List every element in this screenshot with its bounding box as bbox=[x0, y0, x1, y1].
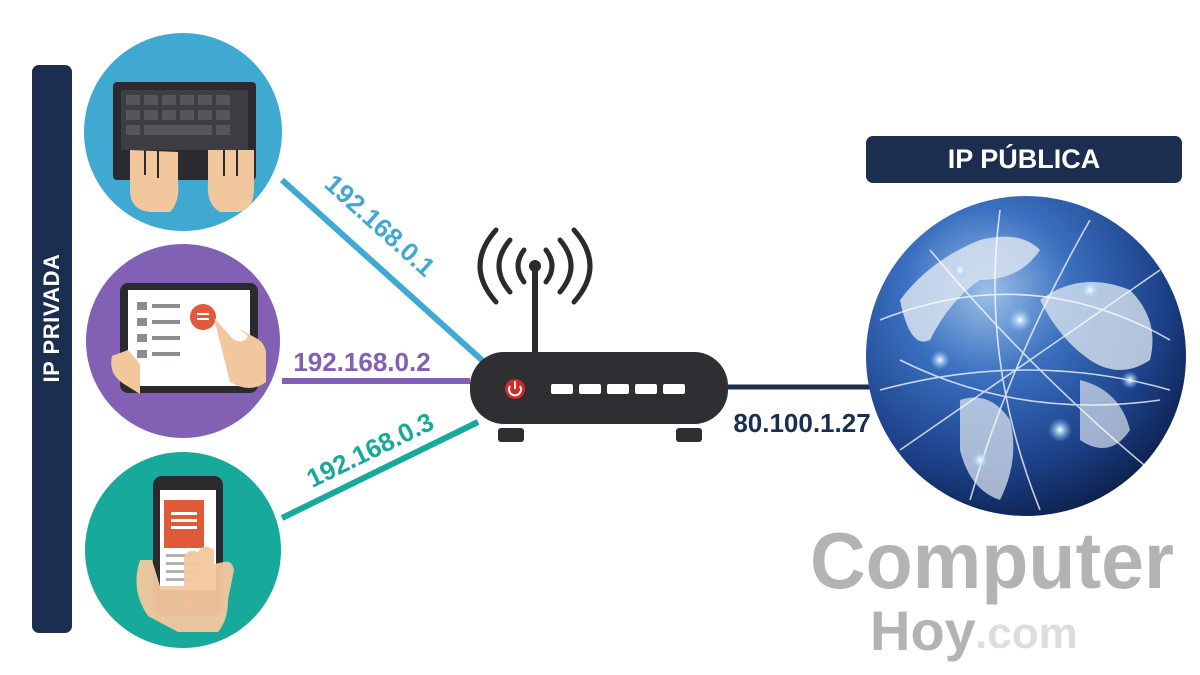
wifi-icon bbox=[477, 227, 593, 305]
private-ip-bar bbox=[32, 65, 72, 633]
globe-icon bbox=[866, 196, 1186, 516]
phone-icon bbox=[85, 452, 281, 648]
laptop-icon bbox=[84, 33, 282, 231]
link-phone-router bbox=[280, 419, 480, 521]
watermark-line1: Computer bbox=[810, 516, 1174, 605]
watermark-line2: Hoy bbox=[870, 599, 976, 662]
ip-public-router: 80.100.1.27 bbox=[733, 408, 870, 438]
tablet-icon bbox=[86, 244, 280, 438]
computerhoy-watermark: Computer Hoy .com bbox=[810, 516, 1174, 662]
router-icon bbox=[470, 260, 728, 442]
ip-device-2: 192.168.0.2 bbox=[293, 347, 430, 377]
public-ip-label: IP PÚBLICA bbox=[866, 136, 1182, 183]
watermark-suffix: .com bbox=[975, 609, 1078, 658]
link-laptop-router bbox=[279, 177, 487, 365]
